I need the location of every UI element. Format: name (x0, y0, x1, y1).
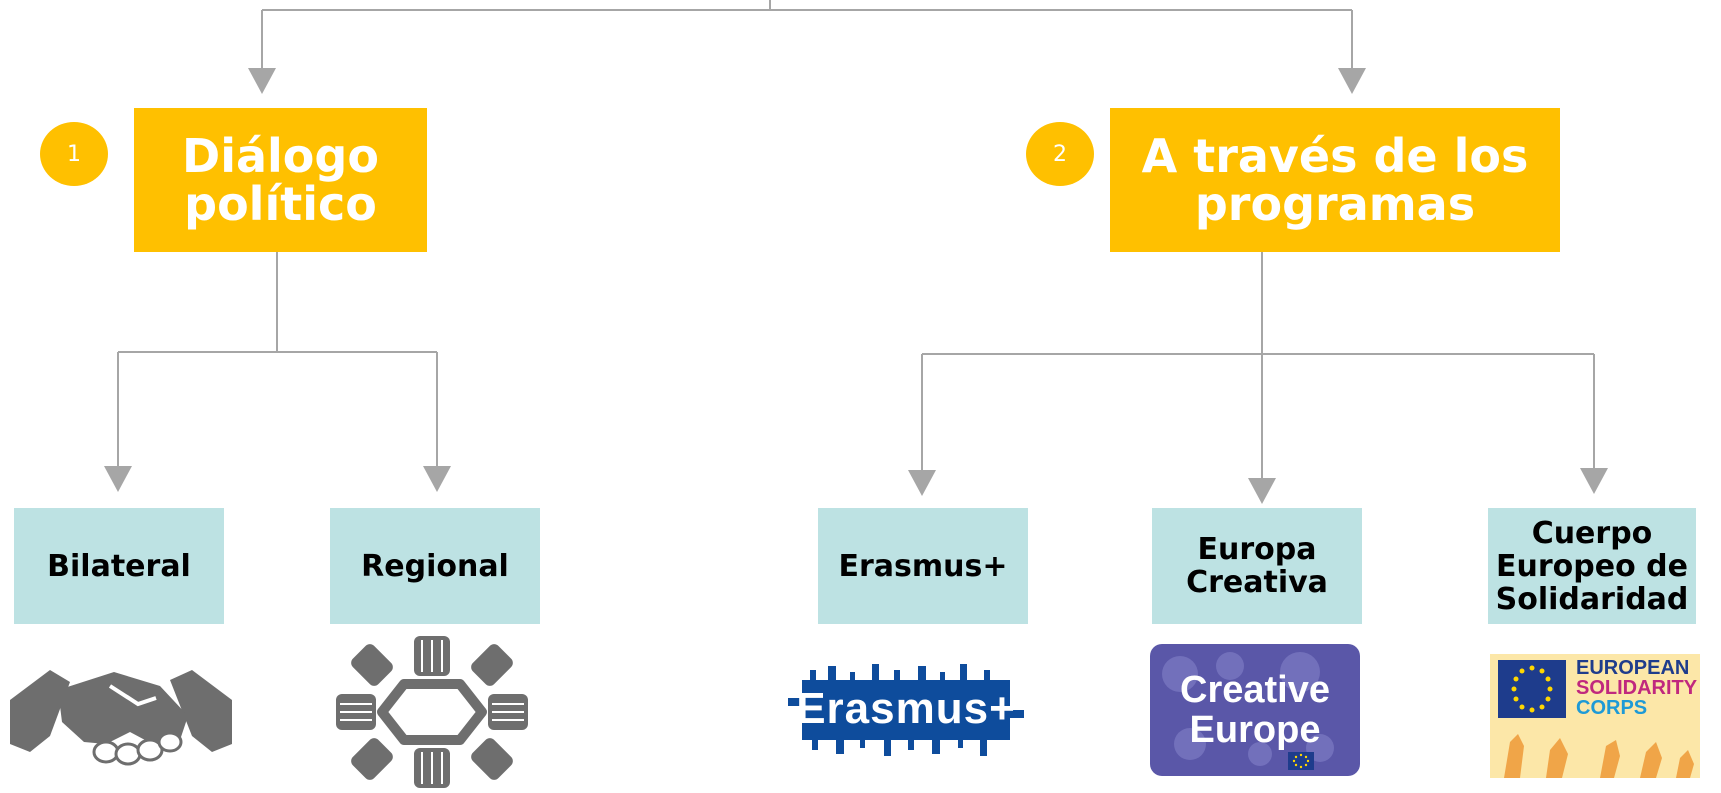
regional-box: Regional (330, 508, 540, 624)
erasmus-plus-box: Erasmus+ (818, 508, 1028, 624)
step-number-2: 2 (1053, 141, 1067, 167)
handshake-icon (10, 670, 232, 766)
erasmus-plus-logo: Erasmus+ (788, 664, 1024, 756)
step-number-badge-1: 1 (40, 122, 108, 186)
regional-label: Regional (361, 548, 509, 584)
esc-logo-line-2: SOLIDARITY (1576, 677, 1698, 699)
creative-europe-logo: Creative Europe (1150, 644, 1360, 776)
esc-logo-line-1: EUROPEAN (1576, 657, 1690, 679)
erasmus-plus-logo-text: Erasmus+ (796, 684, 1016, 733)
erasmus-plus-label: Erasmus+ (838, 548, 1008, 584)
cuerpo-europeo-de-solidaridad-label: Cuerpo Europeo de Solidaridad (1495, 515, 1689, 617)
european-solidarity-corps-logo: EUROPEAN SOLIDARITY CORPS (1490, 654, 1700, 778)
step-number-1: 1 (67, 141, 81, 167)
creative-europe-logo-text: Creative Europe (1180, 669, 1330, 751)
cuerpo-europeo-de-solidaridad-box: Cuerpo Europeo de Solidaridad (1488, 508, 1696, 624)
bilateral-label: Bilateral (47, 548, 191, 584)
joined-hands-icon (336, 636, 528, 788)
step-number-badge-2: 2 (1026, 122, 1094, 186)
a-traves-de-los-programas-title: A través de los programas (1141, 128, 1529, 231)
a-traves-de-los-programas-box: A través de los programas (1110, 108, 1560, 252)
esc-logo-line-3: CORPS (1576, 697, 1648, 719)
europa-creativa-label: Europa Creativa (1186, 532, 1328, 600)
dialogo-politico-title: Diálogo político (182, 128, 379, 231)
europa-creativa-box: Europa Creativa (1152, 508, 1362, 624)
bilateral-box: Bilateral (14, 508, 224, 624)
dialogo-politico-box: Diálogo político (134, 108, 427, 252)
